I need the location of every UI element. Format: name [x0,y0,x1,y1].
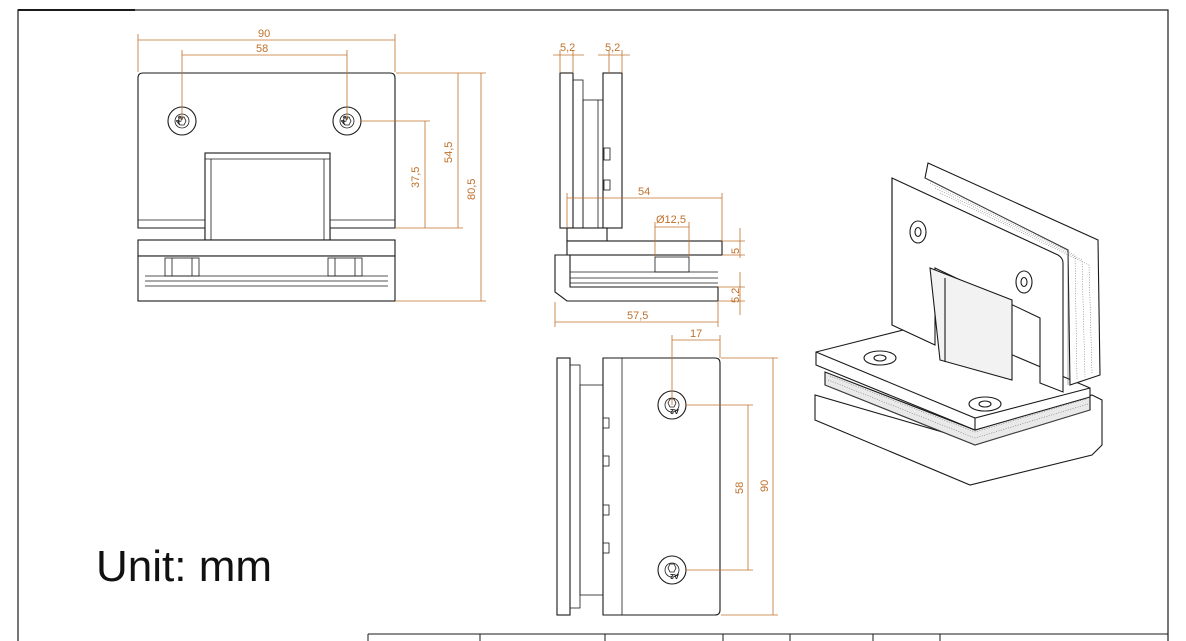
screw-mark: A2 [175,115,186,126]
title-block [367,633,1168,641]
dim-hole-spacing: 58 [256,43,268,55]
dim-side-thickness-right: 5,2 [605,42,620,54]
bottom-dimensions: 17 58 90 [671,328,778,616]
iso-screw-upper-right [1015,270,1033,294]
side-lower-clamp [554,254,719,302]
bottom-screw-bottom: A2 [657,555,687,585]
front-hinge-knuckle [204,152,331,241]
front-screw-right: A2 [332,106,362,136]
side-right-plate [602,72,623,229]
side-left-glass-clamp [559,72,574,229]
iso-hinge-knuckle [929,267,1013,381]
dim-bottom-hole-spacing: 58 [734,482,746,494]
iso-screw-upper-left [909,220,927,244]
dim-front-height-total: 80,5 [466,179,478,200]
screw-mark: A2 [670,407,679,414]
iso-screw-lower-right [968,396,1002,412]
bottom-left-clamp [556,357,571,616]
iso-upper-front-plate [891,177,1064,393]
dim-bottom-height: 90 [759,480,771,492]
dim-pin-diameter: Ø12,5 [656,214,686,226]
dim-bottom-offset: 17 [690,328,702,340]
dim-side-depth: 54 [638,186,650,198]
drawing-border [17,9,1169,641]
side-pin-block [566,227,608,242]
side-dimensions: 5,2 5,2 54 Ø12,5 5 5,2 57,5 [553,42,745,327]
dim-front-height-top: 54,5 [443,142,455,163]
bottom-main-plate [602,357,721,616]
isometric-view [814,162,1103,486]
dim-plate-thickness: 5 [730,248,742,254]
unit-label: Unit: mm [96,542,272,591]
dim-front-height-hole: 37,5 [410,167,422,188]
iso-screw-lower-left [863,350,897,366]
front-lower-plate [137,239,396,257]
side-view [554,72,723,302]
dim-plate-gap: 5,2 [730,288,742,303]
front-dimensions: 90 58 37,5 54,5 80,5 [137,28,486,302]
front-lower-clamp [137,255,396,302]
side-lower-plate [566,240,723,256]
dim-side-total-depth: 57,5 [627,310,648,322]
dim-side-thickness-left: 5,2 [560,42,575,54]
front-view: A2 A2 [137,72,396,302]
screw-mark: A2 [670,572,679,579]
screw-mark: A2 [340,115,351,126]
bottom-view: A2 A2 [556,357,721,616]
dim-front-width: 90 [258,28,270,40]
